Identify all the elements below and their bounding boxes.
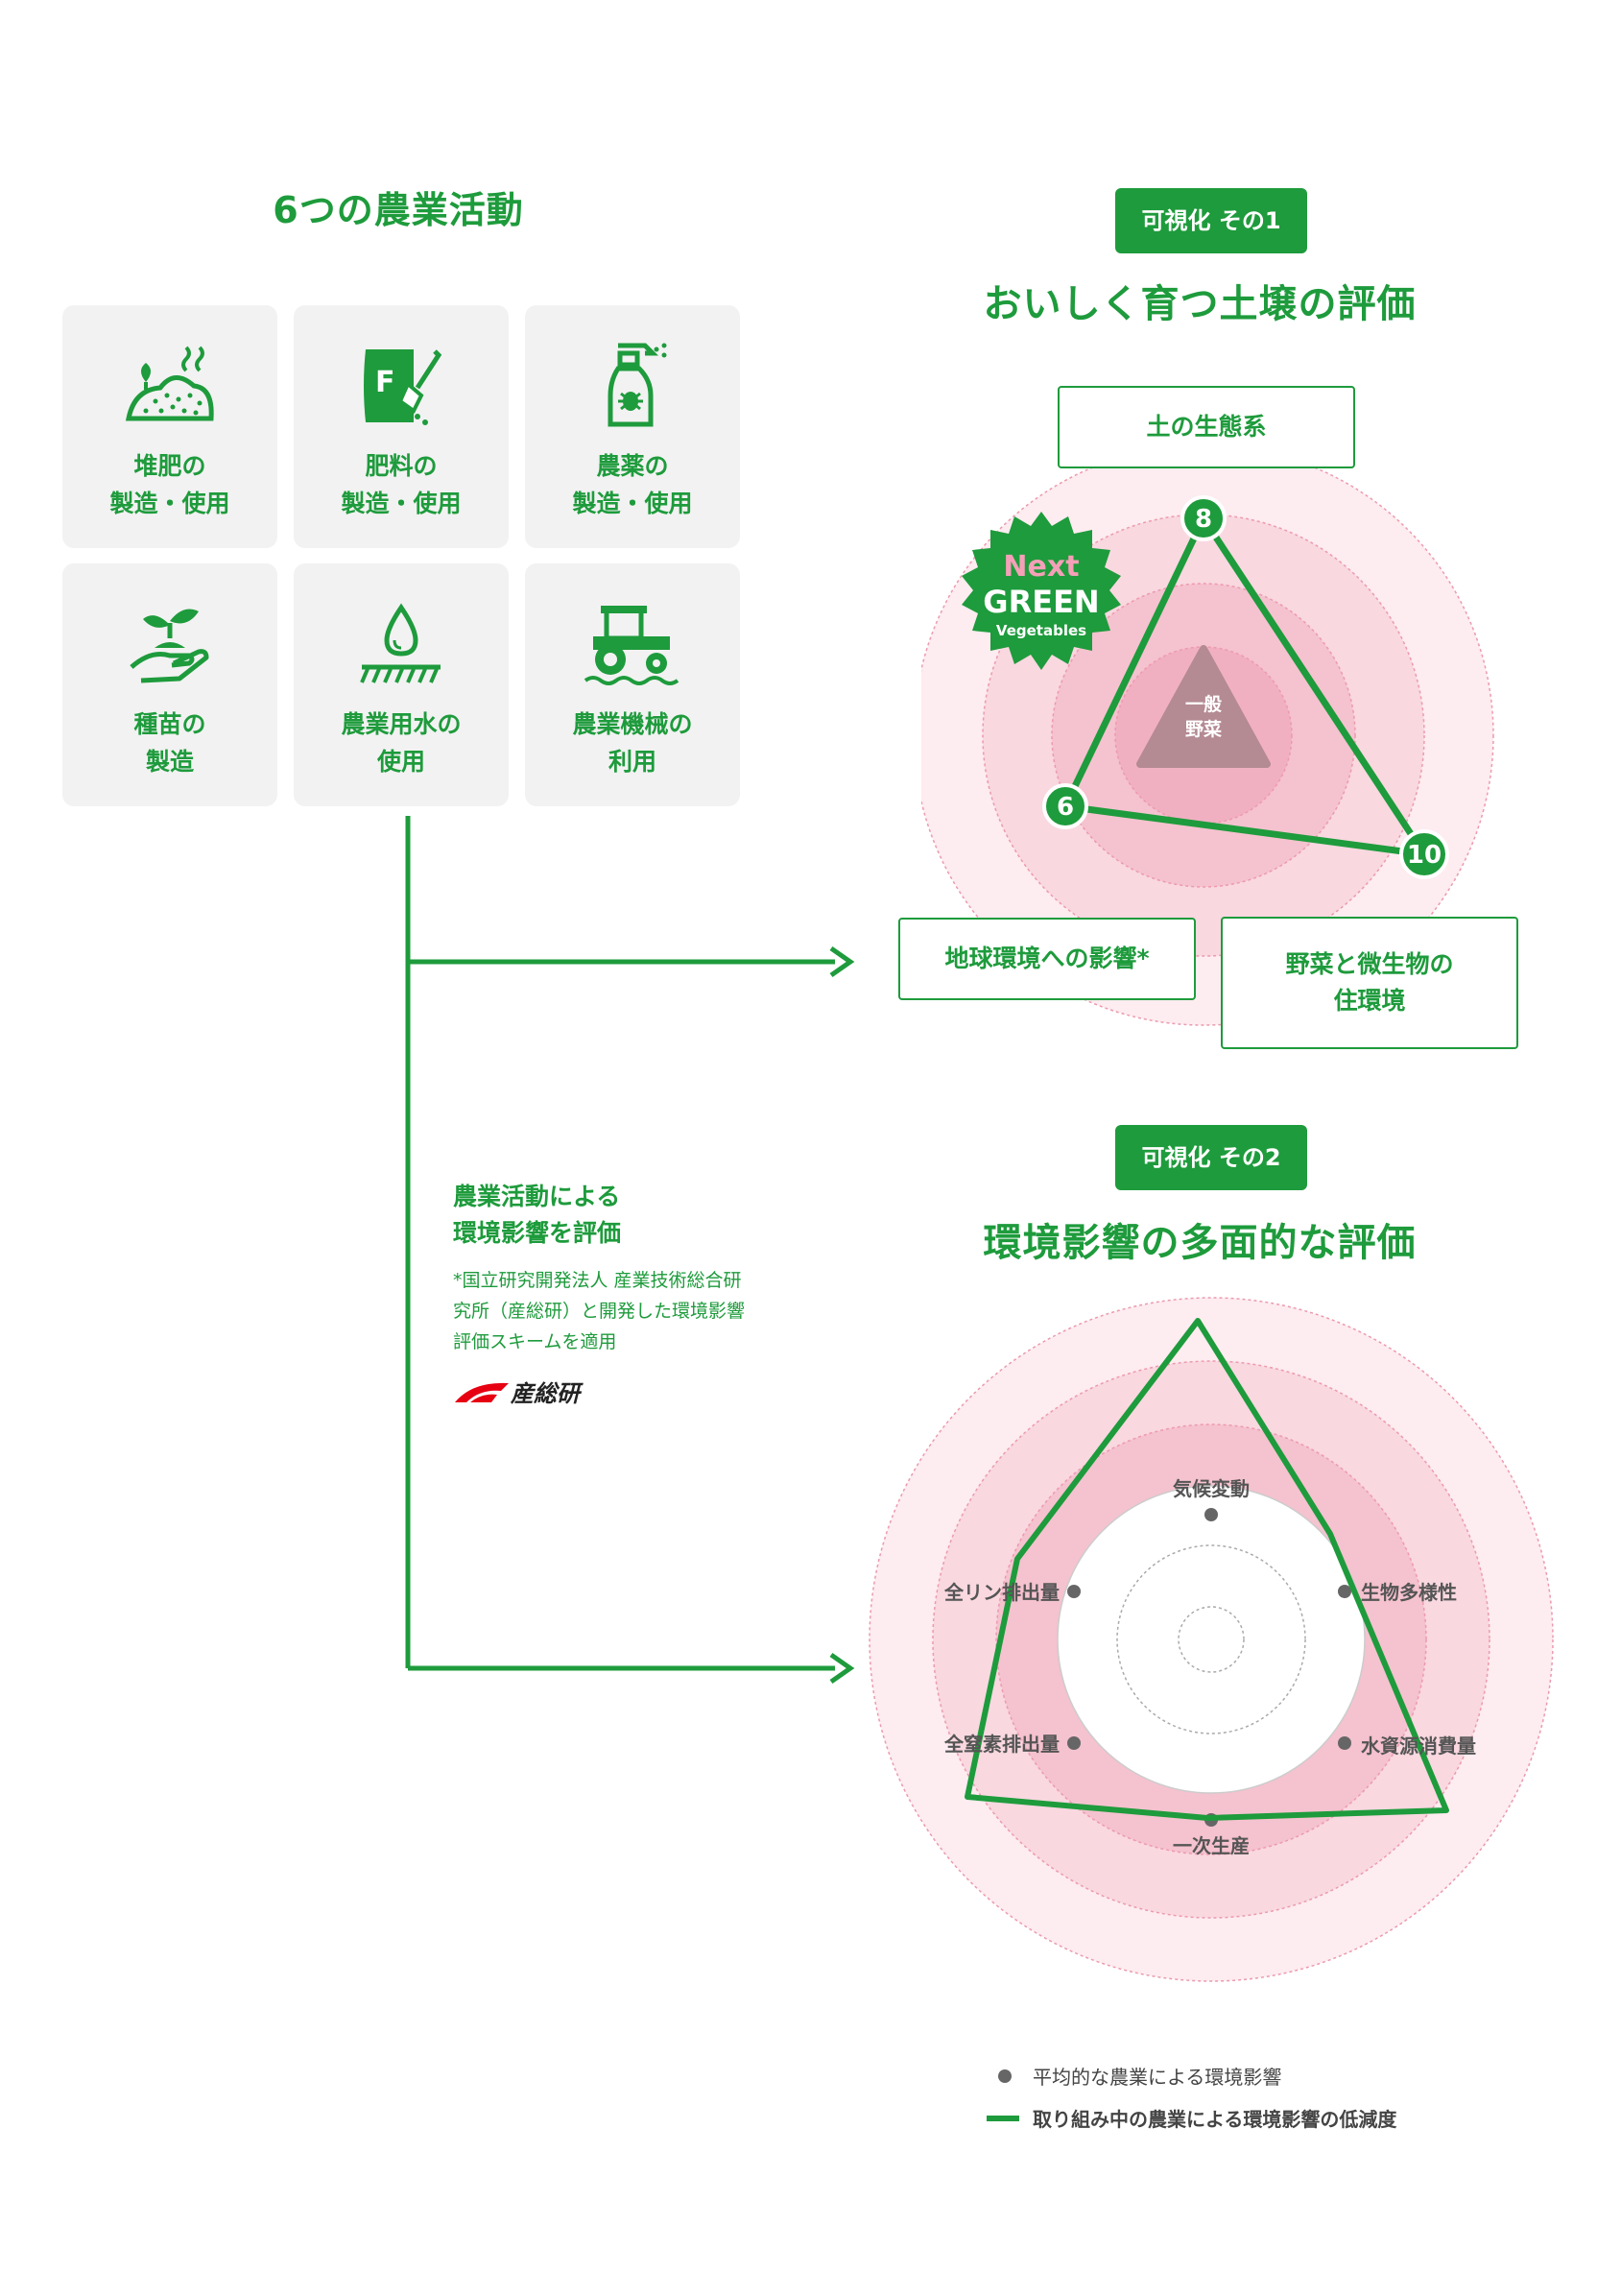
activity-tile-water: 農業用水の 使用 [294,563,509,806]
seedling-hand-icon [130,609,209,683]
activity-tile-compost: 堆肥の 製造・使用 [62,305,277,548]
reduction-polygon [965,1318,1449,1821]
seal-line3: Vegetables [996,622,1086,639]
next-green-seal: Next GREEN Vegetables [962,512,1121,670]
evaluation-heading: 農業活動による 環境影響を評価 [453,1183,622,1247]
value-marker-left [1042,783,1088,829]
legend-average: 平均的な農業による環境影響 [987,2062,1281,2090]
aist-logo-text: 産総研 [511,1380,580,1407]
pesticide-spray-icon [608,343,667,427]
legend-reduction-label: 取り組み中の農業による環境影響の低減度 [1033,2108,1397,2131]
activity-tile-machinery: 農業機械の 利用 [525,563,740,806]
axis-label-water: 水資源消費量 [1361,1734,1476,1758]
value-right: 10 [1407,841,1442,870]
seal-line1: Next [1003,550,1079,584]
axis-label-primary-production: 一次生産 [1173,1834,1250,1857]
average-points [1067,1508,1351,1827]
activity-label: 農業機械の 利用 [572,710,693,776]
tractor-icon [584,606,679,685]
water-drop-icon [360,603,441,683]
average-vegetable-triangle [1136,645,1271,768]
viz2-badge: 可視化 その2 [1115,1125,1307,1190]
value-top: 8 [1195,505,1212,534]
label-vegetable-microbe-habitat: 野菜と微生物の 住環境 [1221,917,1518,1049]
fertilizer-icon: F [364,349,442,425]
activity-label: 農薬の 製造・使用 [572,452,693,517]
aist-logo-mark-icon [455,1382,509,1402]
evaluation-footnote: *国立研究開発法人 産業技術総合研 究所（産総研）と開発した環境影響 評価スキー… [453,1270,746,1352]
activity-tile-seedling: 種苗の 製造 [62,563,277,806]
activity-label: 堆肥の 製造・使用 [109,452,230,517]
value-left: 6 [1057,793,1074,822]
axis-label-nitrogen: 全窒素排出量 [943,1733,1060,1756]
activity-label: 種苗の 製造 [133,710,206,776]
viz1-title: おいしく育つ土壌の評価 [983,282,1417,326]
activity-tile-fertilizer: F 肥料の 製造・使用 [294,305,509,548]
svg-text:F: F [375,366,395,399]
seal-line2: GREEN [983,584,1099,620]
axis-label-phosphorus: 全リン排出量 [943,1581,1060,1604]
legend-reduction: 取り組み中の農業による環境影響の低減度 [987,2104,1396,2132]
legend-average-label: 平均的な農業による環境影響 [1033,2066,1282,2089]
viz1-badge: 可視化 その1 [1115,188,1307,253]
legend-line-icon [987,2115,1019,2121]
value-marker-right [1399,829,1449,879]
activity-label: 肥料の 製造・使用 [341,452,462,517]
legend-dot-icon [998,2069,1012,2083]
value-marker-top [1180,495,1227,541]
axis-label-biodiversity: 生物多様性 [1361,1581,1457,1604]
viz2-title: 環境影響の多面的な評価 [983,1221,1417,1265]
center-label-line1: 一般 [1185,693,1222,715]
activities-title: 6つの農業活動 [273,189,524,231]
center-label-line2: 野菜 [1185,718,1222,740]
aist-logo: 産総研 [453,1375,580,1408]
activity-label: 農業用水の 使用 [341,710,462,776]
axis-label-climate: 気候変動 [1173,1477,1250,1500]
next-green-triangle [1061,514,1428,858]
environment-radar-chart: 気候変動 生物多様性 水資源消費量 一次生産 全窒素排出量 全リン排出量 [869,1297,1554,1982]
label-global-environment: 地球環境への影響* [898,918,1196,1000]
compost-icon [125,346,214,421]
label-soil-ecosystem: 土の生態系 [1058,386,1355,468]
activity-tile-pesticide: 農薬の 製造・使用 [525,305,740,548]
